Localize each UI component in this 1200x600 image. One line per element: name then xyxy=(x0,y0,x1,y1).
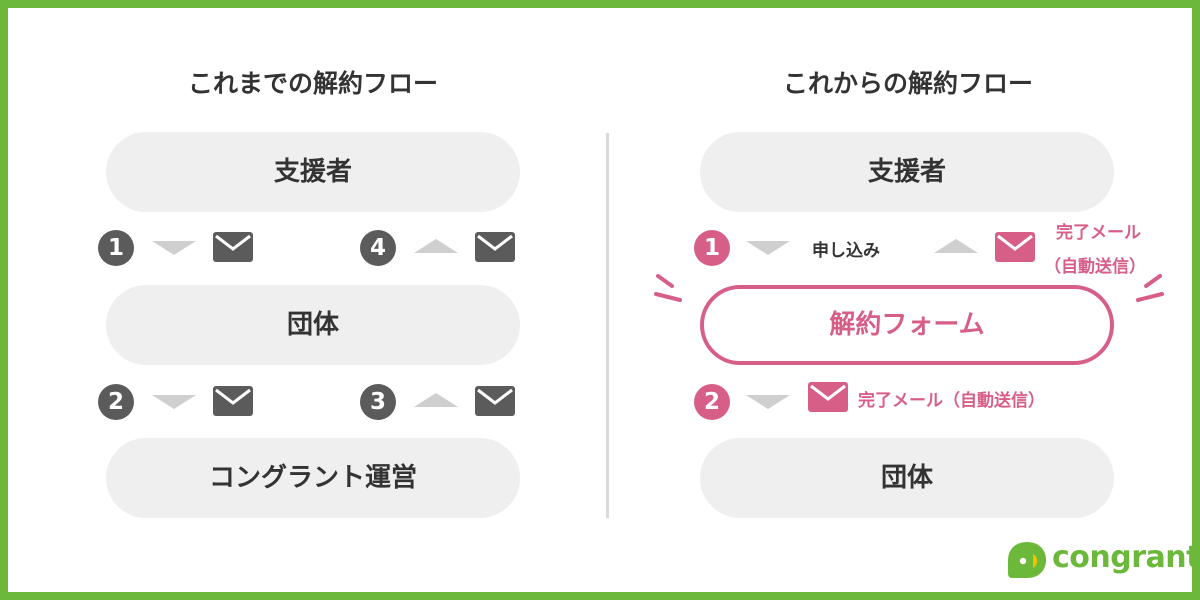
left-box-congrant-operations: コングラント運営 xyxy=(106,438,520,518)
mail-icon xyxy=(995,232,1035,262)
down-arrow-icon xyxy=(152,395,196,409)
emphasis-mark-icon xyxy=(1136,274,1164,302)
step-badge-2: 2 xyxy=(694,384,730,420)
auto-mail-label-line1: 完了メール xyxy=(1056,223,1141,243)
mail-icon xyxy=(475,232,515,262)
down-arrow-icon xyxy=(746,395,790,409)
congrant-logo: congrant xyxy=(1006,538,1200,582)
right-box-organization: 団体 xyxy=(700,438,1114,518)
up-arrow-icon xyxy=(934,239,978,253)
left-flow-title: これまでの解約フロー xyxy=(187,69,438,98)
logo-wordmark: congrant xyxy=(1052,540,1200,575)
step-badge-4: 4 xyxy=(360,230,396,266)
step-badge-1: 1 xyxy=(694,230,730,266)
right-flow-title: これからの解約フロー xyxy=(782,69,1033,98)
mail-icon xyxy=(213,232,253,262)
mail-icon xyxy=(808,382,848,412)
right-box-supporter: 支援者 xyxy=(700,132,1114,212)
step-badge-2: 2 xyxy=(98,384,134,420)
auto-mail-label-line2: （自動送信） xyxy=(1044,257,1146,277)
column-divider xyxy=(606,133,609,518)
up-arrow-icon xyxy=(414,239,458,253)
congrant-logo-icon xyxy=(1008,542,1046,578)
mail-icon xyxy=(475,386,515,416)
left-box-supporter: 支援者 xyxy=(106,132,520,212)
apply-label: 申し込み xyxy=(812,241,880,261)
auto-mail-inline-label: 完了メール（自動送信） xyxy=(858,391,1045,411)
down-arrow-icon xyxy=(152,241,196,255)
right-box-cancel-form: 解約フォーム xyxy=(700,285,1114,365)
down-arrow-icon xyxy=(746,241,790,255)
mail-icon xyxy=(213,386,253,416)
step-badge-3: 3 xyxy=(360,384,396,420)
emphasis-mark-icon xyxy=(654,274,682,302)
up-arrow-icon xyxy=(414,393,458,407)
left-box-organization: 団体 xyxy=(106,285,520,365)
step-badge-1: 1 xyxy=(98,230,134,266)
